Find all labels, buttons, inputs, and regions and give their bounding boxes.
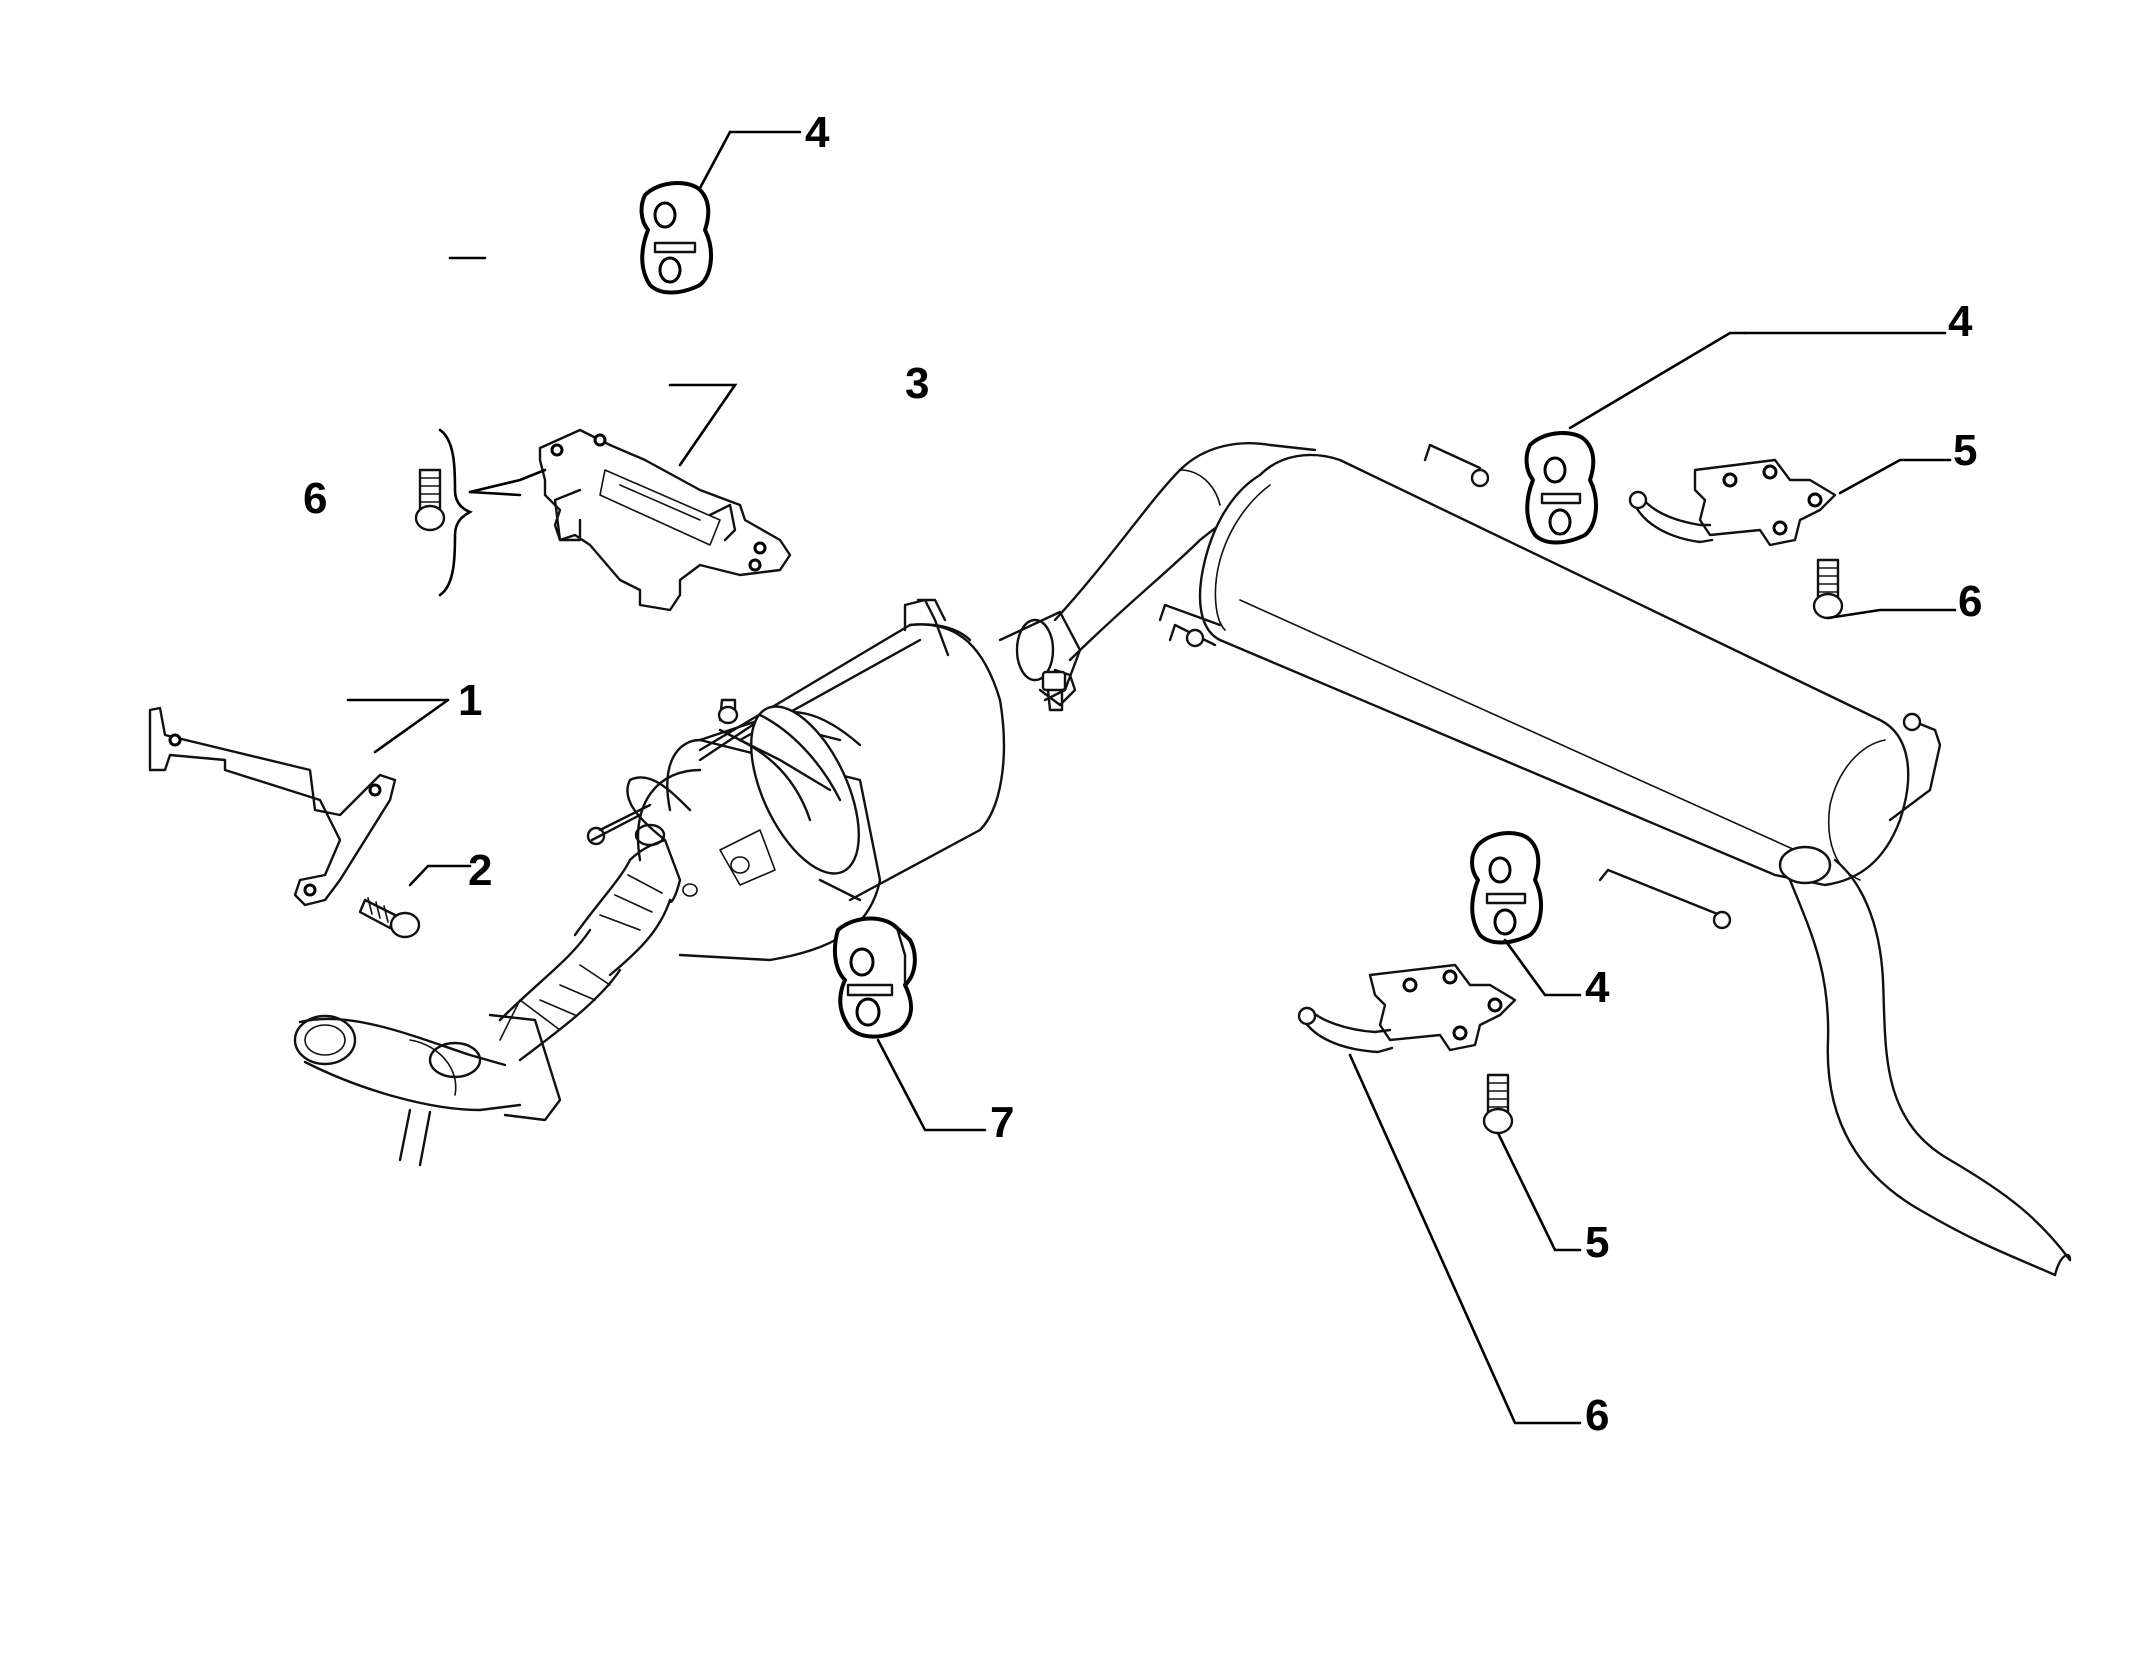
front-downpipe	[293, 776, 692, 1167]
callout-4-right: 4	[1948, 297, 1973, 346]
callout-labels: 4 3 6 1 2 4 5 6 4 7 5 6	[303, 108, 1982, 1440]
callout-3: 3	[905, 359, 929, 408]
callout-4-lower: 4	[1585, 963, 1610, 1012]
callout-5-lower: 5	[1585, 1218, 1609, 1267]
leader-lines	[346, 130, 1957, 1425]
pipe-clamp	[998, 610, 1082, 712]
callout-7: 7	[990, 1098, 1014, 1147]
part-5-bolt-lower	[1482, 1073, 1514, 1135]
callout-4-top: 4	[805, 108, 830, 157]
part-6-bolt-left	[414, 468, 446, 532]
diesel-particulate-filter	[698, 598, 1006, 902]
part-5-hanger-right	[1628, 458, 1837, 547]
tailpipe	[1778, 845, 2072, 1277]
part-7-rubber-mount	[832, 916, 917, 1039]
bracket-brace	[438, 428, 473, 597]
callout-1: 1	[458, 676, 482, 725]
part-4-rubber-mount-top	[639, 181, 713, 295]
part-4-rubber-mount-lower	[1470, 831, 1543, 945]
part-6-bolt-right	[1812, 558, 1844, 620]
callout-2: 2	[468, 846, 492, 895]
part-4-rubber-mount-right	[1524, 431, 1598, 545]
part-5-hanger-lower	[1297, 963, 1517, 1054]
part-3-hanger-bracket	[538, 428, 792, 612]
callout-5-right: 5	[1953, 426, 1977, 475]
part-2-bolt	[358, 897, 421, 939]
part-1-bracket	[148, 706, 397, 907]
rear-silencer	[1158, 443, 1942, 930]
callout-6-right: 6	[1958, 577, 1982, 626]
callout-6-left: 6	[303, 474, 327, 523]
callout-6-lower: 6	[1585, 1391, 1609, 1440]
